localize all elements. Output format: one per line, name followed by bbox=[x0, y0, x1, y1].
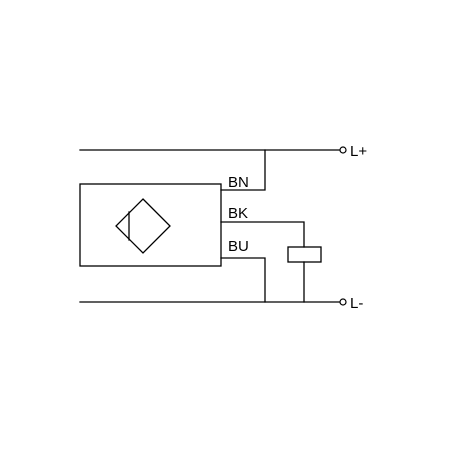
positive-terminal-label: L+ bbox=[350, 143, 367, 160]
wire-blue-label: BU bbox=[228, 238, 249, 255]
sensor-body bbox=[79, 183, 222, 267]
wire-brown-label: BN bbox=[228, 174, 249, 191]
negative-terminal-label: L- bbox=[350, 295, 363, 312]
inductive-sensor-icon bbox=[115, 198, 171, 254]
negative-terminal bbox=[339, 298, 347, 306]
wire-blue bbox=[220, 257, 266, 303]
wire-black-label: BK bbox=[228, 205, 248, 222]
wire-brown bbox=[220, 149, 266, 191]
wire-black bbox=[220, 221, 305, 248]
positive-terminal bbox=[339, 146, 347, 154]
load-relay bbox=[287, 246, 322, 263]
